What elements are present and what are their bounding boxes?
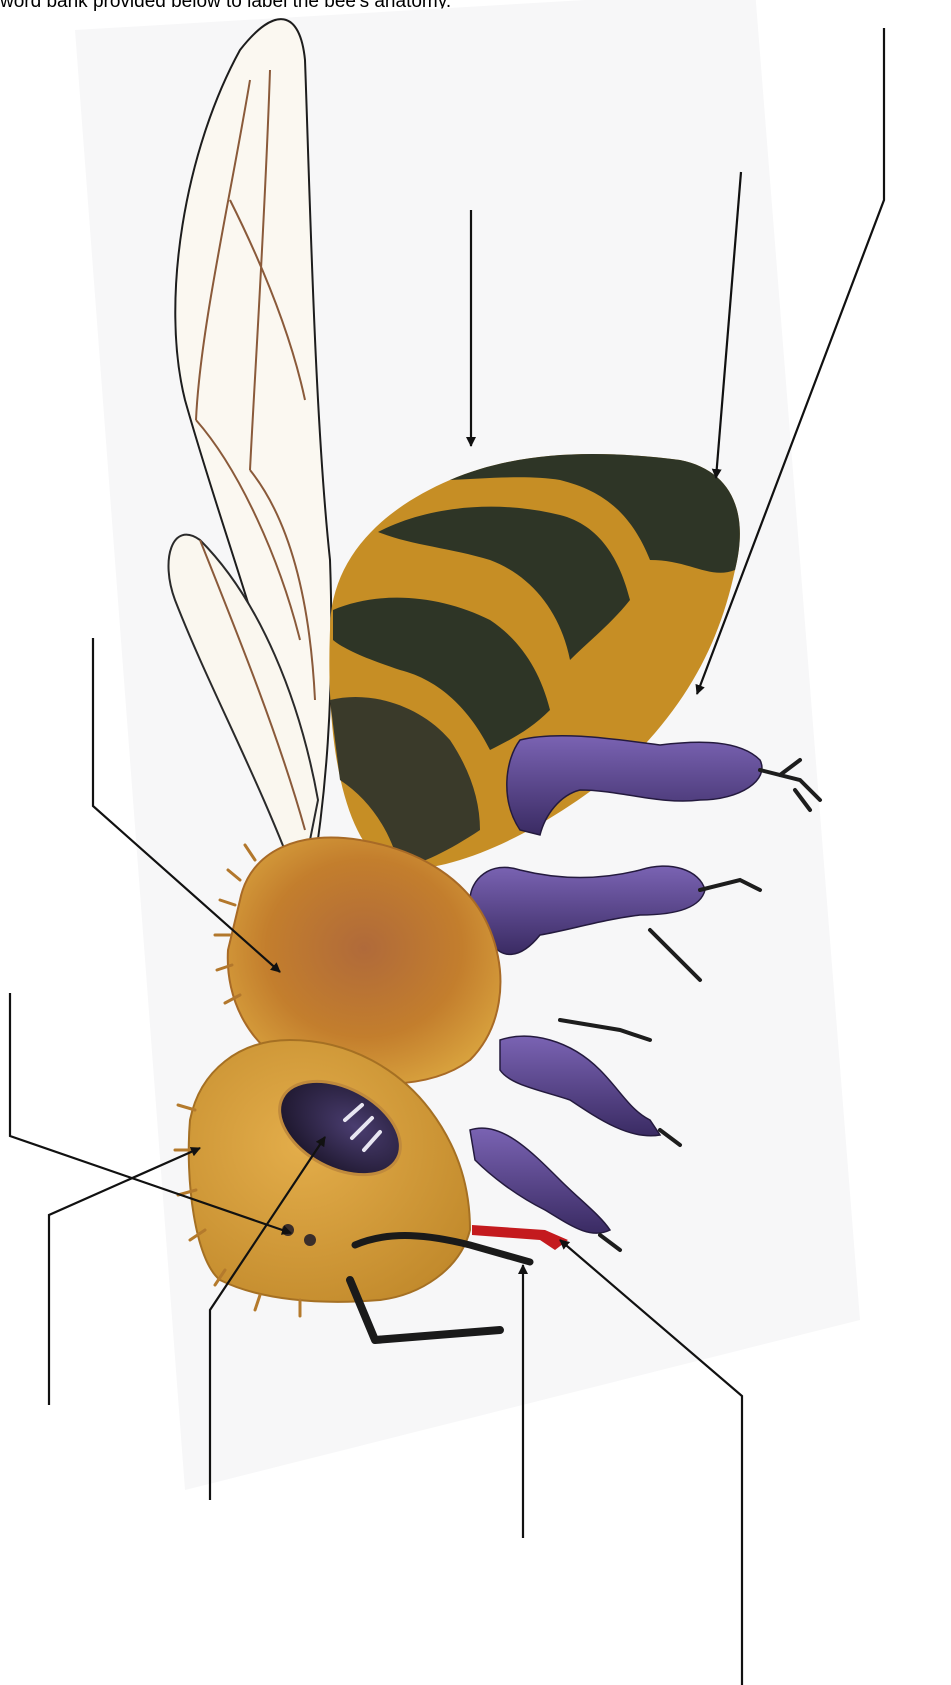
ocellus-2 bbox=[304, 1234, 316, 1246]
